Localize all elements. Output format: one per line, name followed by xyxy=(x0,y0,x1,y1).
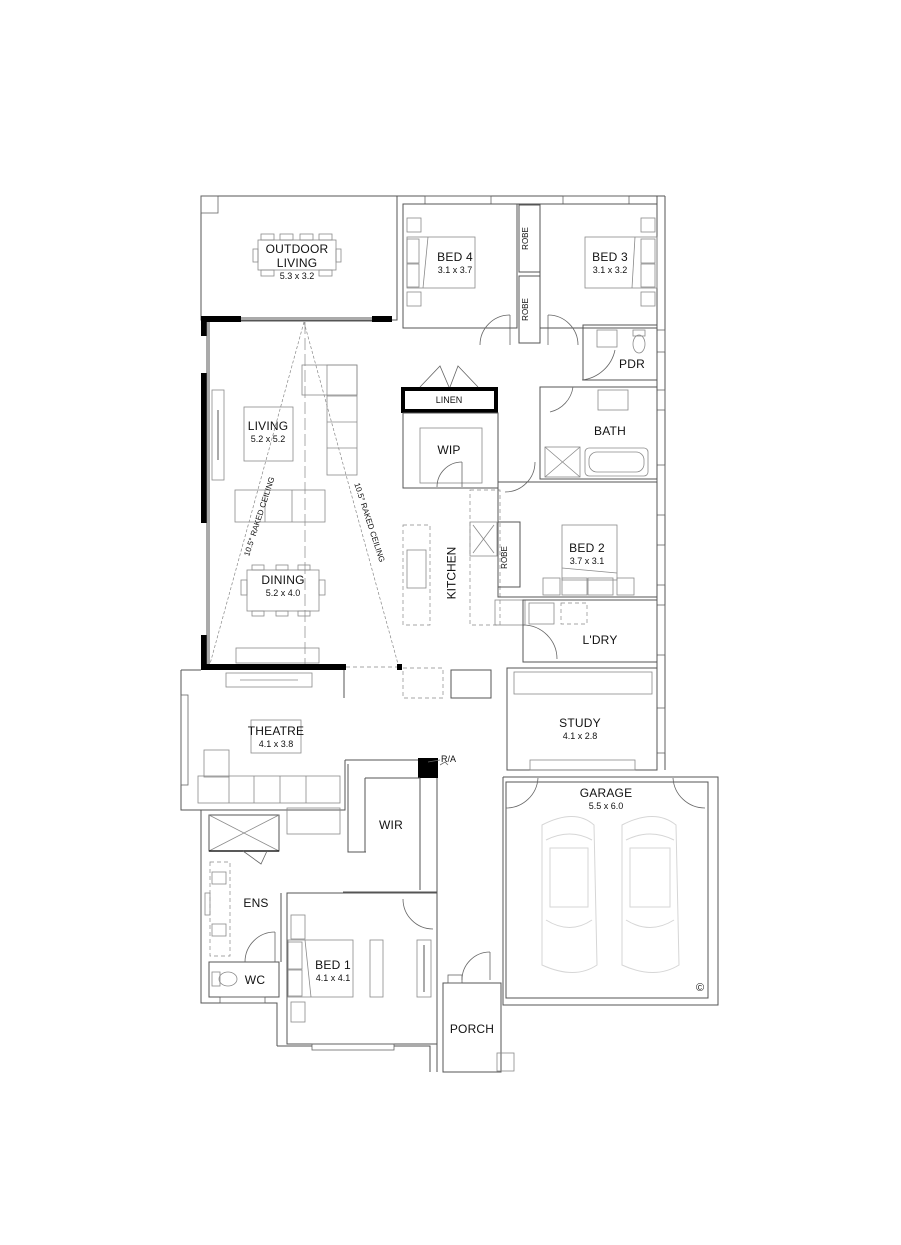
room-name: BATH xyxy=(594,424,626,438)
living-dining-furniture xyxy=(211,364,358,664)
room-dims: 4.1 x 3.8 xyxy=(258,739,294,749)
room-name: BED 1 xyxy=(315,958,351,972)
room-label-dining: DINING 5.2 x 4.0 xyxy=(261,573,304,599)
room-label-linen: LINEN xyxy=(436,394,463,406)
room-name: WC xyxy=(244,973,266,987)
theatre-room xyxy=(180,669,346,811)
car-right-icon xyxy=(621,816,680,973)
room-dims: 4.1 x 4.1 xyxy=(315,973,351,983)
room-name: LINEN xyxy=(435,395,463,405)
room-label-outdoor-living: OUTDOOR LIVING 5.3 x 3.2 xyxy=(266,242,329,282)
room-label-ldry: L'DRY xyxy=(582,633,617,647)
wir-room xyxy=(343,758,449,895)
robe-label-2: ROBE xyxy=(520,298,530,321)
bed-1-room xyxy=(277,807,438,1072)
room-dims: 4.1 x 2.8 xyxy=(562,731,598,741)
room-dims: 5.5 x 6.0 xyxy=(588,801,624,811)
porch-area xyxy=(436,951,515,1073)
raked-ceiling-lines xyxy=(209,321,399,665)
room-dims: 3.1 x 3.7 xyxy=(437,265,473,275)
room-name: BED 4 xyxy=(437,250,473,264)
garage-area xyxy=(502,776,719,1006)
room-name: LIVING xyxy=(247,419,289,433)
room-label-garage: GARAGE 5.5 x 6.0 xyxy=(580,786,633,812)
kitchen-area xyxy=(402,489,526,699)
room-name: BED 3 xyxy=(592,250,628,264)
room-label-kitchen: KITCHEN xyxy=(444,546,459,600)
bed-2-room xyxy=(497,481,658,598)
room-name: DINING xyxy=(261,573,305,587)
bedrooms-north xyxy=(402,203,658,346)
room-label-ens: ENS xyxy=(243,896,268,910)
outdoor-living-area xyxy=(200,195,398,321)
room-label-bed-3: BED 3 3.1 x 3.2 xyxy=(592,250,628,276)
room-label-bed-4: BED 4 3.1 x 3.7 xyxy=(437,250,473,276)
bath-room xyxy=(539,386,658,480)
room-name: OUTDOOR xyxy=(265,242,329,256)
room-name: PDR xyxy=(619,357,645,371)
laundry-room xyxy=(522,599,658,663)
room-name: LIVING xyxy=(276,256,318,270)
linen-wip xyxy=(401,365,536,493)
ra-label: R/A xyxy=(441,754,457,764)
room-name: L'DRY xyxy=(582,633,618,647)
room-name: WIR xyxy=(379,818,403,832)
room-label-theatre: THEATRE 4.1 x 3.8 xyxy=(248,724,305,750)
room-dims: 3.1 x 3.2 xyxy=(592,265,628,275)
room-dims: 3.7 x 3.1 xyxy=(569,556,605,566)
robe-label-1: ROBE xyxy=(520,227,530,250)
room-label-study: STUDY 4.1 x 2.8 xyxy=(559,716,601,742)
copyright-icon: © xyxy=(696,982,705,994)
room-dims: 5.2 x 5.2 xyxy=(250,434,286,444)
room-name: BED 2 xyxy=(569,541,605,555)
room-name: THEATRE xyxy=(247,724,305,738)
robe-label-3: ROBE xyxy=(499,546,509,569)
room-label-bed-2: BED 2 3.7 x 3.1 xyxy=(569,541,605,567)
room-label-wir: WIR xyxy=(379,818,403,832)
room-name: WIP xyxy=(437,443,461,457)
room-label-pdr: PDR xyxy=(619,357,645,371)
room-name: PORCH xyxy=(449,1022,495,1036)
ensuite-area xyxy=(200,810,282,1046)
pdr-room xyxy=(581,324,658,381)
room-label-wc: WC xyxy=(245,973,265,987)
room-name: GARAGE xyxy=(579,786,633,800)
room-label-bath: BATH xyxy=(594,424,626,438)
room-label-bed-1: BED 1 4.1 x 4.1 xyxy=(315,958,351,984)
car-left-icon xyxy=(541,816,598,973)
room-label-wip: WIP xyxy=(437,443,460,457)
room-name: ENS xyxy=(243,896,269,910)
study-room xyxy=(506,667,658,771)
room-dims: 5.3 x 3.2 xyxy=(279,271,315,281)
room-dims: 5.2 x 4.0 xyxy=(265,588,301,598)
room-label-porch: PORCH xyxy=(450,1022,494,1036)
room-name: STUDY xyxy=(559,716,601,730)
room-label-living: LIVING 5.2 x 5.2 xyxy=(248,419,289,445)
